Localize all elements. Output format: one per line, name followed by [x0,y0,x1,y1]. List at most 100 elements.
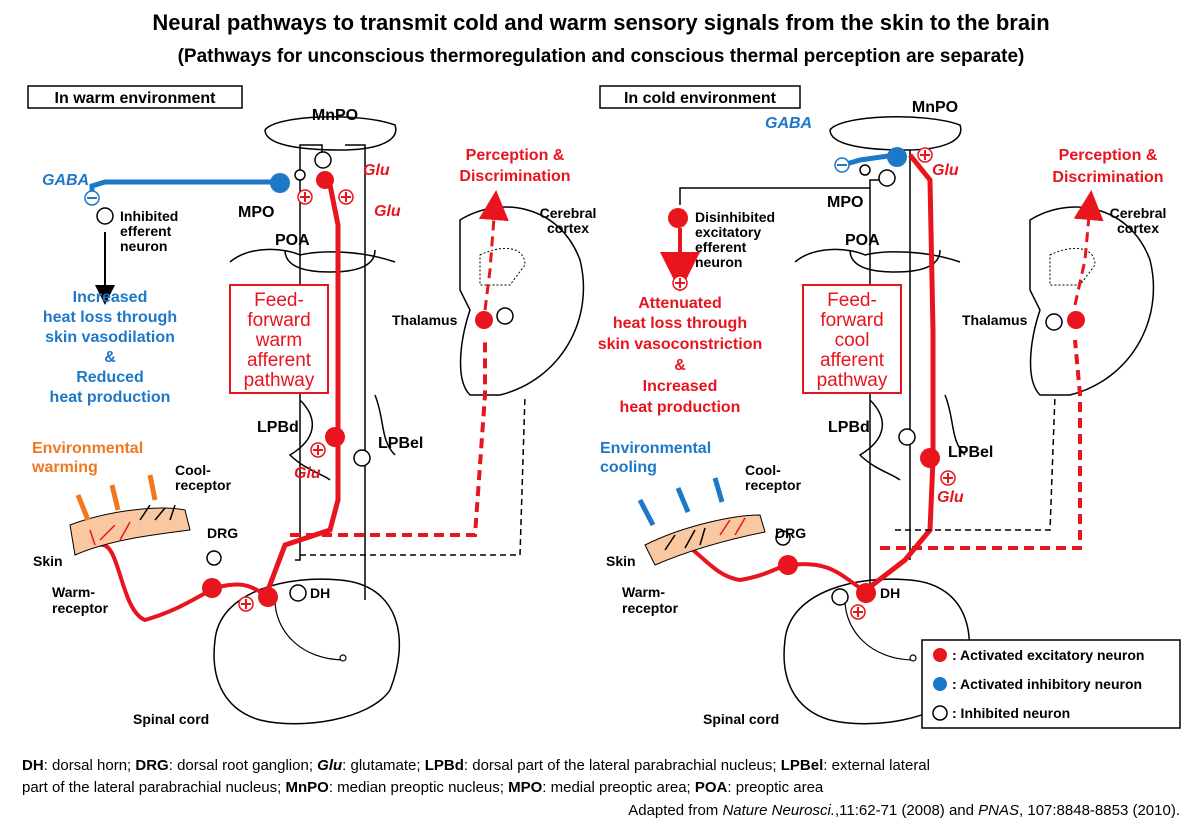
footnote-definition: : dorsal root ganglion; [169,757,317,774]
cold-feed-3: cool [835,330,870,351]
warm-lpbd-label: LPBd [257,419,299,436]
cold-drg-label: DRG [775,525,806,541]
footnote-line-2: part of the lateral parabrachial nucleus… [22,779,824,796]
warm-drg-neuron [202,578,222,598]
warm-cool-receptor-2: receptor [175,477,232,493]
cold-thalamus-label: Thalamus [962,312,1028,328]
warm-cortex-2: cortex [547,220,589,236]
source-mid: ,11:62-71 (2008) and [835,802,978,819]
cold-disinhibited-neuron [668,208,688,228]
cold-cortex-1: Cerebral [1110,205,1167,221]
footnote-term: Glu [317,757,342,774]
warm-mpo-inhibitory-neuron [270,173,290,193]
cold-env-box [599,85,801,109]
warm-dh-label: DH [310,585,330,601]
warm-skin-label: Skin [33,553,63,569]
title: Neural pathways to transmit cold and war… [152,10,1049,35]
cold-response-6: heat production [620,399,741,416]
cold-skin-label: Skin [606,553,636,569]
footnote-definition: : median preoptic nucleus; [329,779,508,796]
warm-glu3-label: Glu [294,465,321,482]
legend-inhibitory-label: : Activated inhibitory neuron [952,676,1142,692]
footnote-source: Adapted from Nature Neurosci.,11:62-71 (… [628,802,1180,819]
cold-response-2: heat loss through [613,315,747,332]
warm-feedforward-box [229,284,329,394]
warm-response-1: Increased [73,289,148,306]
footnote-definition: : dorsal horn; [44,757,136,774]
source-journal-1: Nature Neurosci. [722,802,835,819]
footnote-definition: : glutamate; [342,757,425,774]
cold-feed-5: pathway [817,370,888,391]
warm-inhibited-1: Inhibited [120,208,178,224]
footnote-definition: : medial preoptic area; [542,779,695,796]
footnote-definition: part of the lateral parabrachial nucleus… [22,779,286,796]
footnote-definition: : preoptic area [727,779,824,796]
cold-cool-receptor-2: receptor [745,477,802,493]
legend: : Activated excitatory neuron : Activate… [921,639,1181,729]
cold-env-label: In cold environment [624,90,777,107]
footnote-term: DH [22,757,44,774]
cold-disinhibited-1: Disinhibited [695,209,775,225]
cold-warm-receptor-2: receptor [622,600,679,616]
warm-env-label: In warm environment [55,90,217,107]
cold-mnpo-inhibitory-neuron [887,147,907,167]
legend-inhibited-label: : Inhibited neuron [952,705,1070,721]
footnote-term: MPO [508,779,543,796]
warm-feed-5: pathway [244,370,315,391]
footnote-term: POA [695,779,728,796]
warm-cool-receptor-1: Cool- [175,462,211,478]
cold-env-1: Environmental [600,440,711,457]
warm-glu1-label: Glu [363,162,390,179]
cold-response-1: Attenuated [638,295,722,312]
warm-feed-3: warm [255,330,302,351]
warm-gaba-label: GABA [42,172,89,189]
legend-inhibitory-marker [933,677,947,691]
warm-response-5: Reduced [76,369,144,386]
warm-mnpo-label: MnPO [312,107,358,124]
warm-env-1: Environmental [32,440,143,457]
warm-inhibited-2: efferent [120,223,172,239]
warm-thalamus-label: Thalamus [392,312,458,328]
warm-mpo-excitatory-neuron [316,171,334,189]
warm-response-2: heat loss through [43,309,177,326]
warm-response-4: & [104,349,116,366]
cold-cortex-2: cortex [1117,220,1159,236]
cold-perception-2: Discrimination [1052,169,1163,186]
warm-lpbd-neuron [325,427,345,447]
warm-feed-4: afferent [247,350,312,371]
cold-cool-receptor-1: Cool- [745,462,781,478]
cold-gaba-label: GABA [765,115,812,132]
footnote-term: LPBel [781,757,824,774]
cold-feed-2: forward [820,310,883,331]
warm-inhibited-efferent-neuron [96,207,114,225]
cold-dh-neuron [856,583,876,603]
warm-response-3: skin vasodilation [45,329,175,346]
warm-lpbel-label: LPBel [378,435,423,452]
source-prefix: Adapted from [628,802,722,819]
cold-glu2-label: Glu [937,489,964,506]
warm-mpo-label: MPO [238,204,274,221]
cold-thalamus-neuron [1067,311,1085,329]
cold-poa-label: POA [845,232,880,249]
footnote-definition: : external lateral [823,757,930,774]
subtitle: (Pathways for unconscious thermoregulati… [178,46,1025,67]
cold-panel: In cold environment [598,85,1167,727]
cold-lpbel-label: LPBel [948,444,993,461]
cold-env-2: cooling [600,459,657,476]
warm-env-box [27,85,243,109]
warm-warm-receptor-2: receptor [52,600,109,616]
warm-perception-2: Discrimination [459,168,570,185]
cold-drg-neuron [778,555,798,575]
cold-response-3: skin vasoconstriction [598,336,763,353]
warm-poa-label: POA [275,232,310,249]
cold-disinhibited-2: excitatory [695,224,761,240]
footnote-term: LPBd [425,757,464,774]
cold-mnpo-label: MnPO [912,99,958,116]
warm-glu2-label: Glu [374,203,401,220]
warm-response-6: heat production [50,389,171,406]
cold-feed-4: afferent [820,350,885,371]
cold-spinal-label: Spinal cord [703,711,779,727]
warm-inhibited-3: neuron [120,238,167,254]
legend-inhibited-marker [932,705,948,721]
cold-dh-label: DH [880,585,900,601]
